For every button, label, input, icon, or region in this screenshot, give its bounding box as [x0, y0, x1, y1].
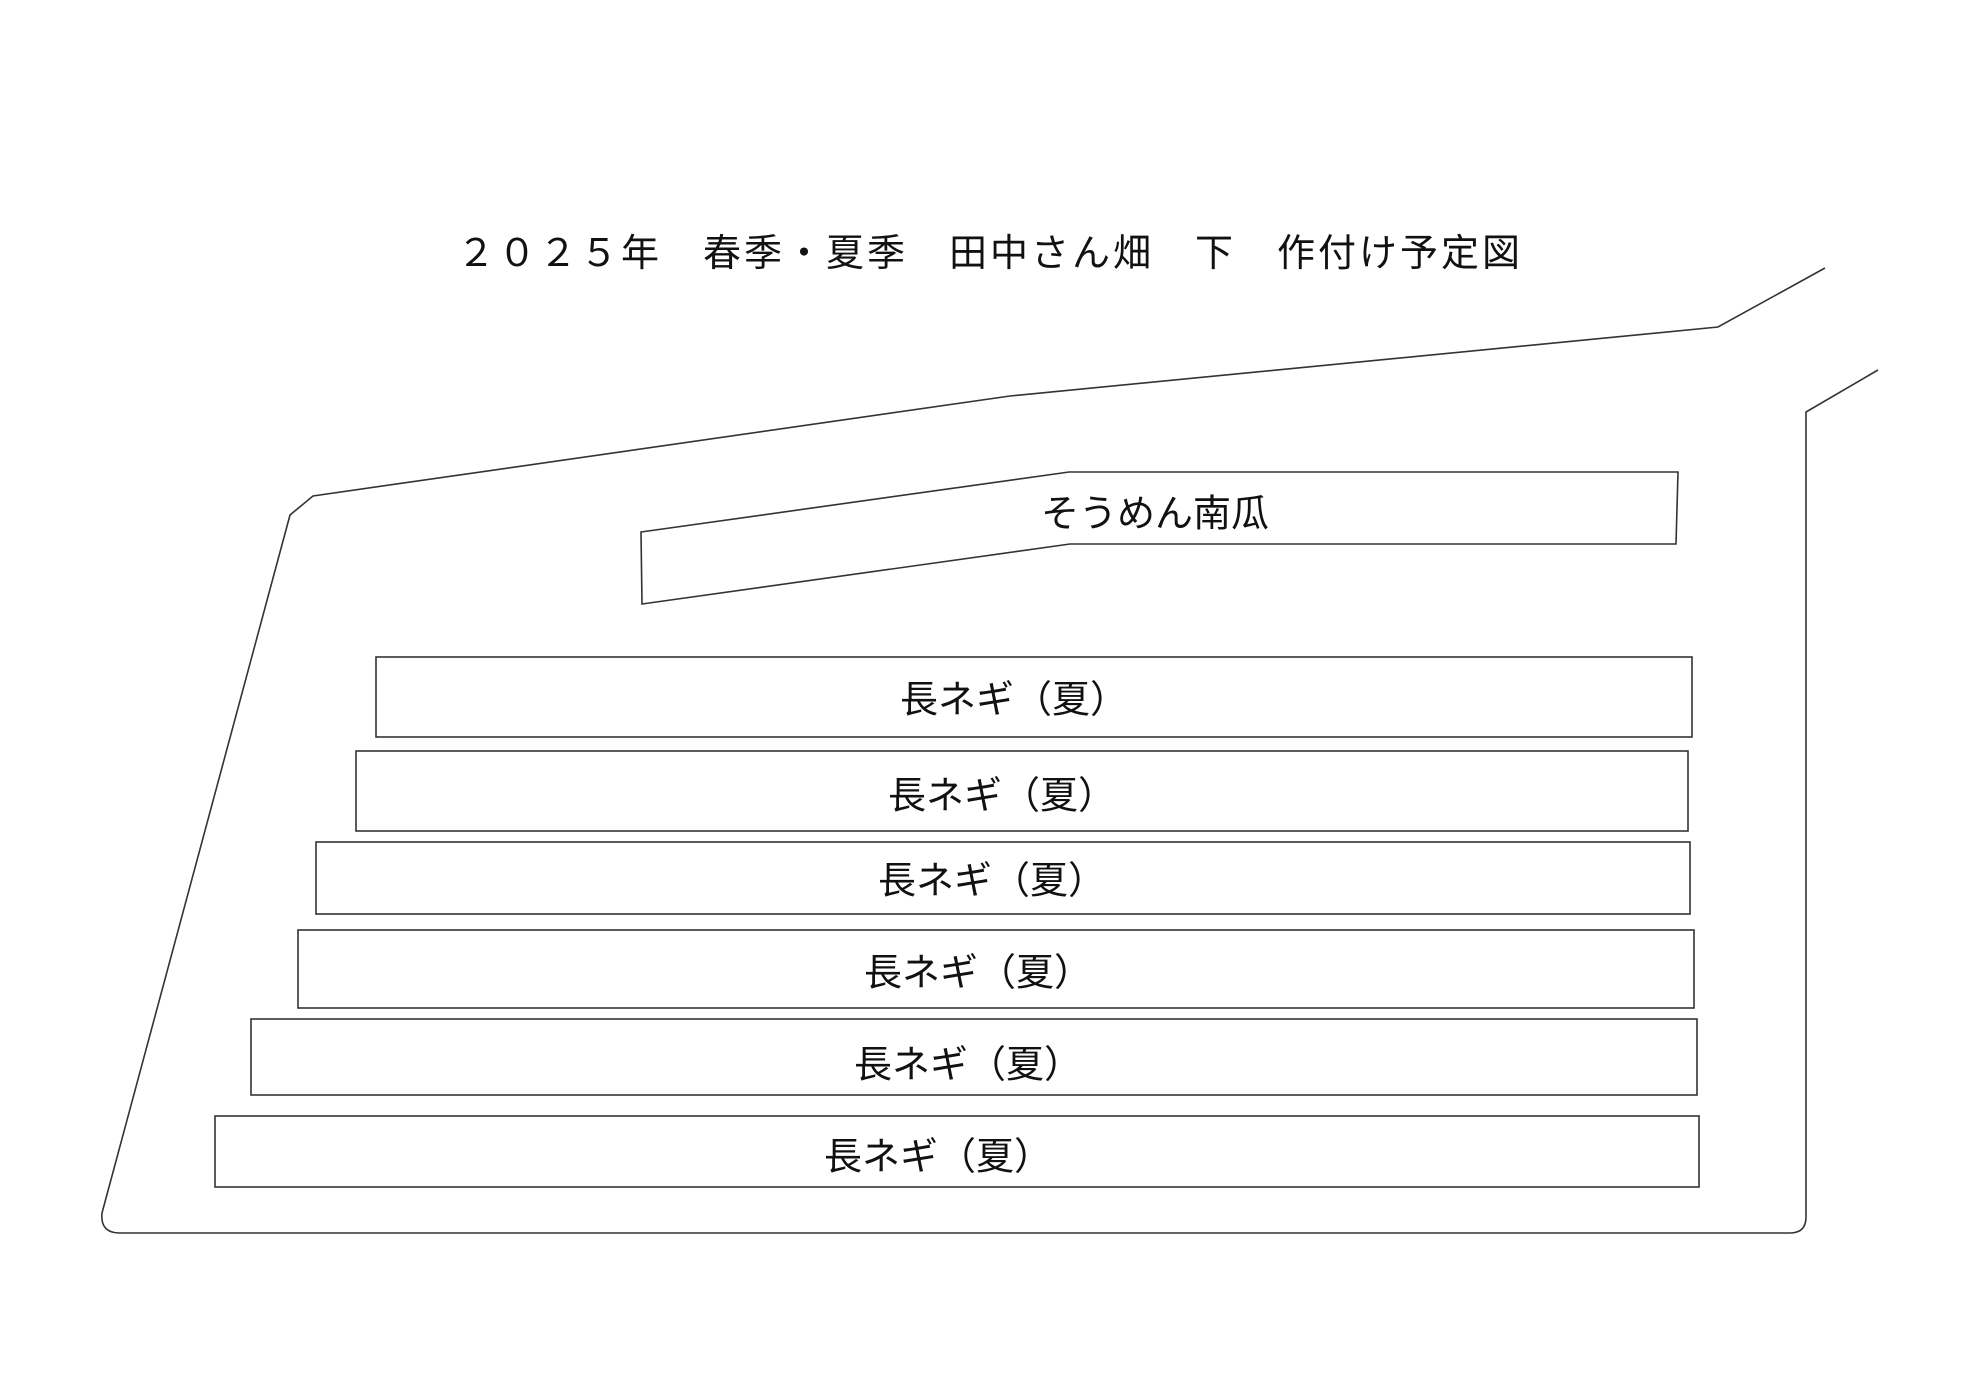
bed-label-negi-6: 長ネギ（夏） [823, 1134, 1053, 1179]
bed-label-negi-4: 長ネギ（夏） [863, 950, 1093, 995]
bed-outline-negi-3 [315, 841, 1691, 915]
bed-outline-negi-6 [214, 1115, 1700, 1188]
bed-outline-negi-1 [375, 656, 1693, 738]
bed-label-pumpkin: そうめん南瓜 [1040, 491, 1270, 536]
bed-outline-pumpkin [640, 471, 1679, 605]
bed-outline-negi-5 [250, 1018, 1698, 1096]
bed-label-negi-3: 長ネギ（夏） [877, 858, 1107, 903]
bed-outline-negi-4 [297, 929, 1695, 1009]
bed-label-negi-1: 長ネギ（夏） [899, 677, 1129, 722]
bed-label-negi-2: 長ネギ（夏） [887, 773, 1117, 818]
field-boundary [101, 267, 1879, 1234]
diagram-title: ２０２５年 春季・夏季 田中さん畑 下 作付け予定図 [456, 231, 1523, 275]
bed-label-negi-5: 長ネギ（夏） [853, 1042, 1083, 1087]
bed-outline-negi-2 [355, 750, 1689, 832]
